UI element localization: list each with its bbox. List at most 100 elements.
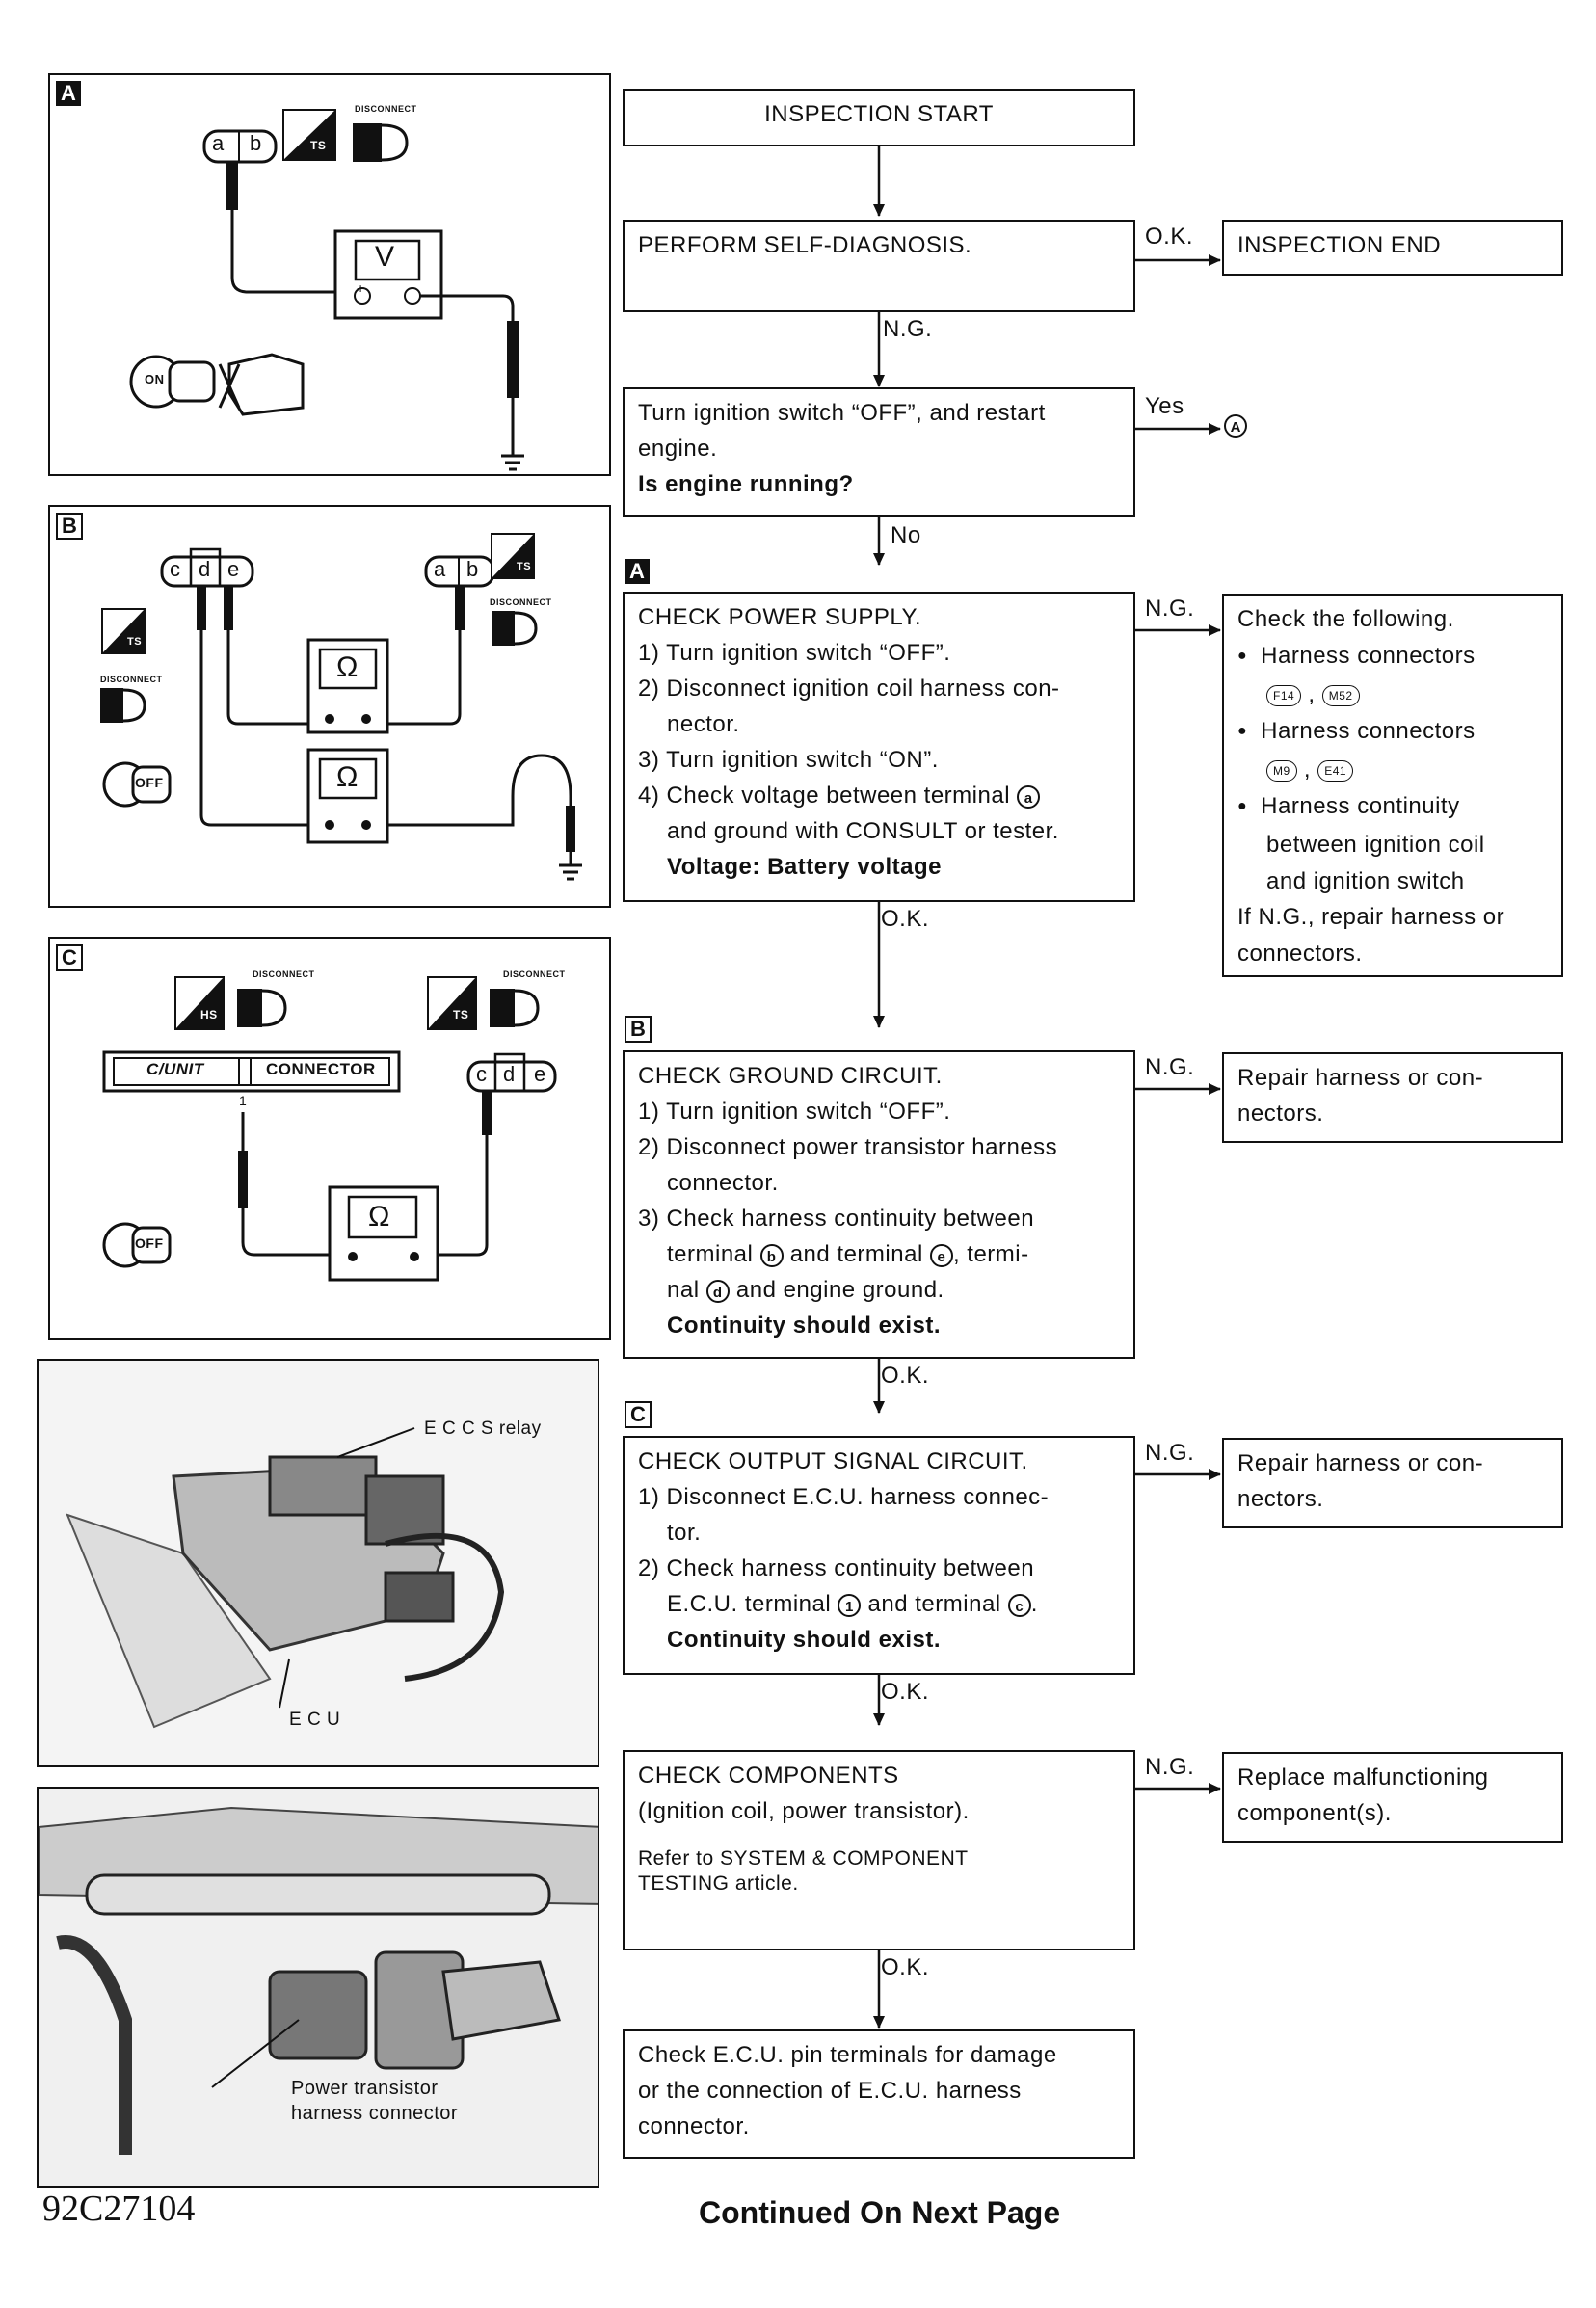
pin-1: 1	[239, 1093, 248, 1108]
terminal-1-symbol: 1	[838, 1593, 862, 1617]
power-step-4: 4) Check voltage between terminal	[638, 783, 1011, 809]
ground-step-1: 1) Turn ignition switch “OFF”.	[638, 1099, 951, 1125]
power-ng-title: Check the following.	[1237, 606, 1454, 632]
terminal-c-symbol: c	[1007, 1593, 1031, 1617]
yes-label: Yes	[1145, 393, 1184, 419]
photo-power-transistor: Power transistor harness connector	[37, 1787, 599, 2188]
output-step-1-cont: tor.	[667, 1520, 702, 1546]
power-ng-item-3c: and ignition switch	[1266, 867, 1465, 894]
inspection-end-box: INSPECTION END	[1222, 220, 1563, 276]
restart-question: Is engine running?	[638, 471, 854, 497]
panel-c-drawing	[102, 976, 557, 1282]
ok-label: O.K.	[881, 1679, 930, 1705]
key-off-label: OFF	[135, 1235, 164, 1251]
ground-ng-line-1: Repair harness or con-	[1237, 1065, 1484, 1091]
pin-e: e	[227, 557, 240, 581]
pin-b: b	[466, 557, 479, 581]
ground-ng-box: Repair harness or con- nectors.	[1222, 1052, 1563, 1143]
power-step-4-cont: and ground with CONSULT or tester.	[667, 818, 1059, 844]
ground-ng-line-2: nectors.	[1237, 1101, 1324, 1127]
panel-tag-a: A	[56, 81, 81, 106]
pin-b: b	[250, 131, 262, 155]
output-ecu-terminal: E.C.U. terminal	[667, 1591, 832, 1617]
components-title: CHECK COMPONENTS	[638, 1763, 899, 1789]
ts-label: TS	[127, 636, 143, 648]
ecu-photo-drawing	[66, 1427, 505, 1729]
meter-label-ohm: Ω	[368, 1201, 390, 1233]
pin-d: d	[503, 1062, 516, 1086]
check-output-signal-box: CHECK OUTPUT SIGNAL CIRCUIT. 1) Disconne…	[623, 1436, 1135, 1675]
cunit-label: C/UNIT	[146, 1060, 204, 1078]
output-step-2: 2) Check harness continuity between	[638, 1555, 1035, 1581]
photo-ecu: E C C S relay E C U	[37, 1359, 599, 1767]
terminal-d-symbol: d	[705, 1279, 730, 1303]
check-components-box: CHECK COMPONENTS (Ignition coil, power t…	[623, 1750, 1135, 1950]
output-and-terminal: and terminal	[867, 1591, 1001, 1617]
ok-label: O.K.	[881, 1954, 930, 1980]
panel-a-drawing	[129, 109, 524, 471]
power-ng-note: If N.G., repair harness or	[1237, 904, 1505, 930]
self-diagnosis-box: PERFORM SELF-DIAGNOSIS.	[623, 220, 1135, 312]
disconnect-label: DISCONNECT	[100, 675, 163, 684]
components-ref-2: TESTING article.	[638, 1872, 799, 1895]
power-step-2-cont: nector.	[667, 711, 740, 737]
ground-step-2-cont: connector.	[667, 1170, 779, 1196]
ng-label: N.G.	[1145, 1054, 1195, 1080]
power-ng-item-3b: between ignition coil	[1266, 832, 1485, 858]
pin-c: c	[476, 1062, 488, 1086]
power-spec: Voltage: Battery voltage	[667, 854, 942, 880]
disconnect-label: DISCONNECT	[355, 104, 417, 114]
output-title: CHECK OUTPUT SIGNAL CIRCUIT.	[638, 1448, 1028, 1474]
power-ng-item-1: Harness connectors	[1237, 638, 1548, 677]
hs-label: HS	[200, 1008, 218, 1021]
power-step-3: 3) Turn ignition switch “ON”.	[638, 747, 939, 773]
ground-step-3: 3) Check harness continuity between	[638, 1206, 1035, 1232]
components-ng-box: Replace malfunctioning component(s).	[1222, 1752, 1563, 1843]
power-ng-box: Check the following. Harness connectors …	[1222, 594, 1563, 977]
ng-label: N.G.	[883, 316, 933, 342]
ecc-relay-label: E C C S relay	[424, 1419, 542, 1439]
step-tag-a: A	[625, 559, 650, 584]
check-power-supply-box: CHECK POWER SUPPLY. 1) Turn ignition swi…	[623, 592, 1135, 902]
terminal-e-symbol: e	[929, 1243, 953, 1267]
terminal-a-symbol: a	[1017, 784, 1041, 809]
disconnect-label: DISCONNECT	[253, 969, 315, 979]
ng-label: N.G.	[1145, 596, 1195, 622]
goto-a-marker: A	[1224, 414, 1247, 438]
diagram-panel-a: A a b V + − TS DISCONNECT ON	[48, 73, 611, 476]
terminal-b-symbol: b	[759, 1243, 784, 1267]
ground-termi: , termi-	[952, 1241, 1029, 1267]
ts-label: TS	[517, 561, 532, 572]
key-on-label: ON	[145, 372, 165, 386]
components-ng-line-1: Replace malfunctioning	[1237, 1764, 1489, 1791]
disconnect-label: DISCONNECT	[503, 969, 566, 979]
output-ng-line-1: Repair harness or con-	[1237, 1450, 1484, 1476]
panel-tag-b: B	[56, 513, 83, 540]
ecu-line-3: connector.	[638, 2113, 750, 2139]
connector-m52: M52	[1321, 684, 1360, 706]
diagram-panel-b: B c d	[48, 505, 611, 908]
restart-engine-box: Turn ignition switch “OFF”, and restart …	[623, 387, 1135, 517]
ng-label: N.G.	[1145, 1754, 1195, 1780]
power-ng-note-2: connectors.	[1237, 940, 1363, 967]
meter-label-ohm: Ω	[336, 761, 359, 793]
pin-d: d	[199, 557, 211, 581]
harness-connector-label: harness connector	[291, 2103, 459, 2124]
components-ng-line-2: component(s).	[1237, 1800, 1392, 1826]
diagram-panel-c: C HS TS DISCONNECT DISCONNECT C/UNIT CON…	[48, 937, 611, 1340]
ground-title: CHECK GROUND CIRCUIT.	[638, 1063, 943, 1089]
connector-label: CONNECTOR	[266, 1060, 376, 1078]
ecu-line-1: Check E.C.U. pin terminals for damage	[638, 2042, 1057, 2068]
ok-label: O.K.	[881, 906, 930, 932]
inspection-start-text: INSPECTION START	[764, 101, 994, 127]
components-subtitle: (Ignition coil, power transistor).	[638, 1798, 970, 1824]
key-off-label: OFF	[135, 775, 164, 790]
meter-label-ohm: Ω	[336, 651, 359, 683]
step-tag-b: B	[625, 1016, 652, 1043]
power-transistor-label: Power transistor	[291, 2078, 439, 2099]
power-step-2: 2) Disconnect ignition coil harness con-	[638, 676, 1060, 702]
no-label: No	[891, 522, 921, 548]
check-ground-circuit-box: CHECK GROUND CIRCUIT. 1) Turn ignition s…	[623, 1050, 1135, 1359]
figure-id: 92C27104	[42, 2189, 196, 2229]
power-transistor-photo-drawing	[39, 1806, 598, 2155]
